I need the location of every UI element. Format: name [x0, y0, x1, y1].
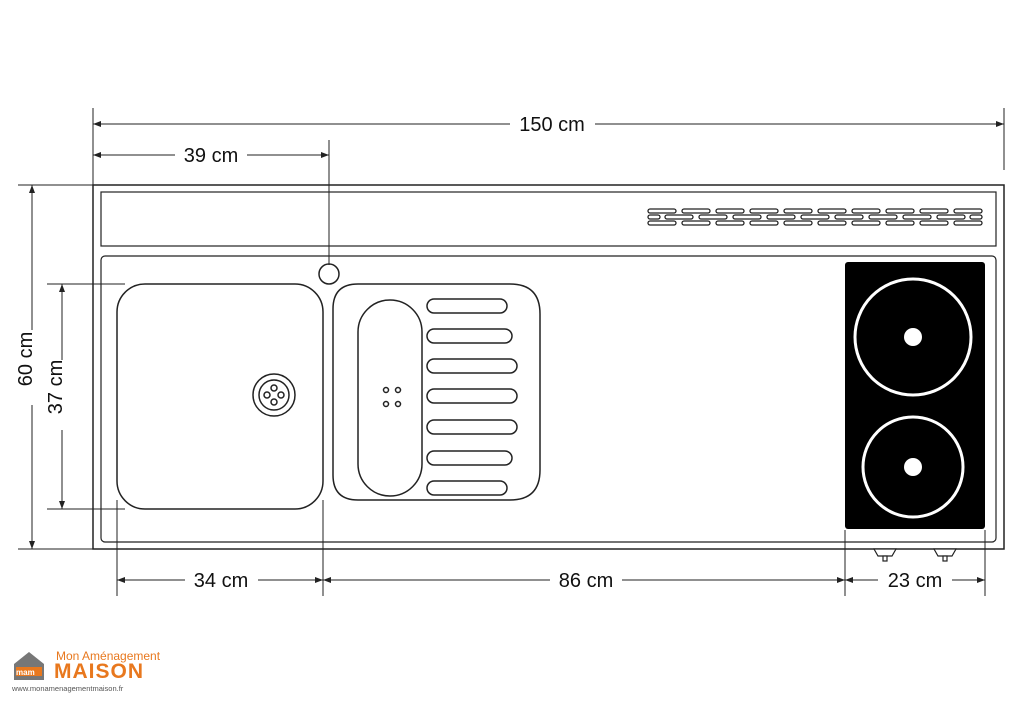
vent-slot	[783, 208, 813, 214]
vent-slot	[783, 220, 813, 226]
vent-slot	[817, 208, 847, 214]
knob-icon	[932, 548, 958, 557]
vent-slot	[732, 214, 762, 220]
dimension-lines	[29, 121, 1004, 583]
vent-slot	[817, 220, 847, 226]
vent-slot	[969, 214, 983, 220]
vent-slot	[953, 220, 983, 226]
sink-basin	[116, 283, 324, 510]
dim-label-total-width: 150 cm	[519, 114, 585, 136]
vent-slot	[953, 208, 983, 214]
vent-slot	[647, 214, 661, 220]
dim-label-middle-width: 86 cm	[559, 570, 613, 592]
knob-icon	[872, 548, 898, 557]
drainer-rib	[426, 450, 513, 466]
unit-outline	[92, 184, 1005, 550]
top-panel	[100, 191, 997, 247]
vent-slot	[681, 208, 711, 214]
drainer-rib	[426, 388, 518, 404]
vent-slot	[766, 214, 796, 220]
drainer-ribs	[426, 298, 518, 496]
dim-label-total-depth: 60 cm	[15, 332, 37, 386]
vent-slot	[834, 214, 864, 220]
drainer-rib	[426, 480, 508, 496]
vent-slot	[868, 214, 898, 220]
drainer-rib	[426, 358, 518, 374]
vent-slot	[749, 220, 779, 226]
drainer-rib	[426, 328, 513, 344]
vent-slot	[664, 214, 694, 220]
vent-slot	[715, 220, 745, 226]
vent-slot	[647, 220, 677, 226]
dim-label-basin-width: 34 cm	[194, 570, 248, 592]
vent-slot	[681, 220, 711, 226]
vent-slot	[851, 220, 881, 226]
vent-slot	[851, 208, 881, 214]
vent-slot	[902, 214, 932, 220]
small-bowl	[357, 299, 423, 497]
dim-label-sink-to-tap: 39 cm	[184, 145, 238, 167]
dim-label-hob-width: 23 cm	[888, 570, 942, 592]
worktop-panel	[100, 255, 997, 543]
vent-slot	[715, 208, 745, 214]
drain-icon	[252, 373, 296, 417]
dim-label-basin-depth: 37 cm	[45, 360, 67, 414]
vent-slot	[800, 214, 830, 220]
drainer-area	[332, 283, 541, 501]
vent-slot	[936, 214, 966, 220]
vent-slot	[919, 220, 949, 226]
drainer-rib	[426, 419, 518, 435]
logo-line1: Mon Aménagement	[56, 649, 161, 663]
vent-slot	[919, 208, 949, 214]
drainer-rib	[426, 298, 508, 314]
house-logo-icon	[14, 652, 44, 680]
vent-slot	[647, 208, 677, 214]
burner-small	[861, 415, 965, 519]
logo-line2: MAISON	[54, 660, 144, 683]
vent-slot	[749, 208, 779, 214]
brand-logo[interactable]: mam Mon Aménagement MAISON www.monamenag…	[10, 648, 160, 698]
burner-large	[853, 277, 973, 397]
logo-url: www.monamenagementmaison.fr	[12, 684, 124, 693]
vent-slot	[698, 214, 728, 220]
vent-slot	[885, 208, 915, 214]
vent-slot	[885, 220, 915, 226]
logo-monogram: mam	[16, 668, 35, 677]
vent-slots	[647, 208, 983, 226]
tap-hole-icon	[318, 263, 340, 285]
